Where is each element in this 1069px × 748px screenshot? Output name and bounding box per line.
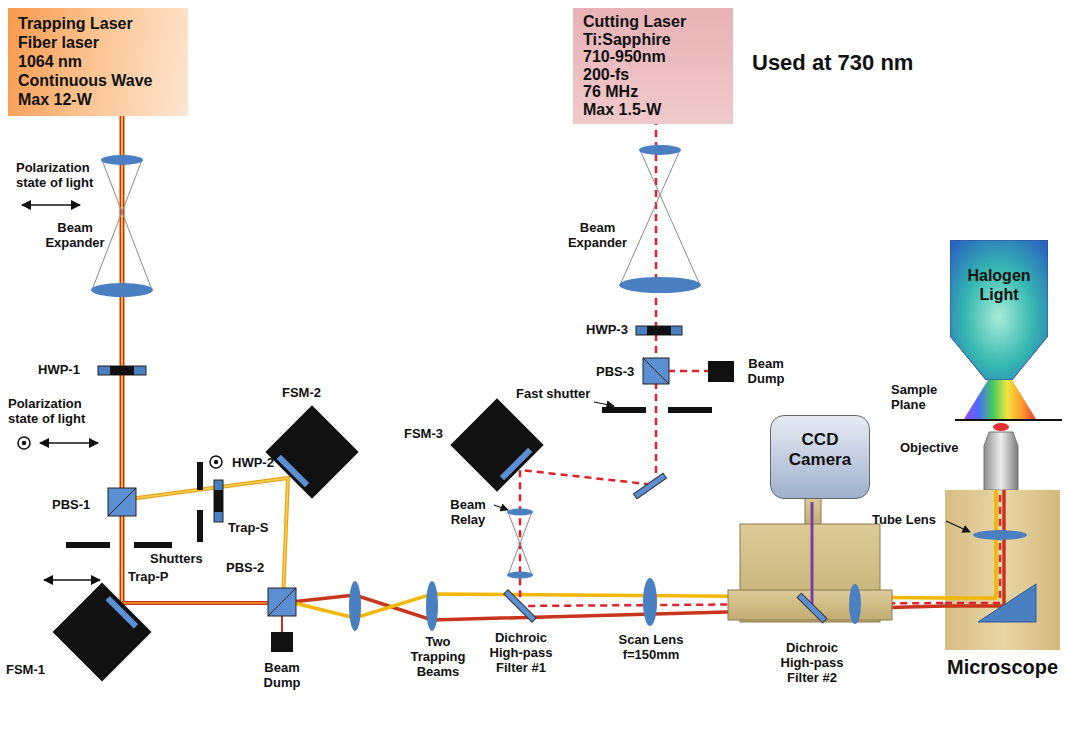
part-label: HWP-2: [232, 455, 274, 470]
part-label: Beam Dump: [738, 356, 794, 386]
node-detail: Fiber laser: [18, 33, 178, 52]
part-label: Beam Dump: [252, 660, 312, 690]
node-detail: Ti:Sapphire: [583, 31, 723, 49]
part-label: PBS-2: [226, 560, 264, 575]
node-detail: 76 MHz: [583, 83, 723, 101]
mirror: [634, 473, 667, 499]
leader-line: [594, 402, 614, 406]
note-text: Used at 730 nm: [752, 50, 913, 76]
cutting-beam: [520, 118, 945, 606]
part-label: Two Trapping Beams: [398, 634, 478, 679]
light-source: Halogen Light: [950, 240, 1048, 380]
part-label: PBS-3: [596, 364, 634, 379]
part-label: Shutters: [150, 551, 203, 566]
node-detail: 200-fs: [583, 66, 723, 84]
node-title: Halogen Light: [954, 266, 1044, 304]
part-label: Polarization state of light: [8, 396, 104, 426]
node-detail: Continuous Wave: [18, 71, 178, 90]
node-detail: Max 12-W: [18, 90, 178, 109]
node-text-group: Halogen Light: [954, 266, 1044, 304]
camera-box: CCD Camera: [770, 415, 870, 499]
part-label: Beam Relay: [442, 497, 494, 527]
part-label: Beam Expander: [40, 220, 110, 250]
shutter: [66, 407, 712, 548]
part-label: FSM-3: [404, 426, 443, 441]
part-label: Trap-P: [128, 569, 168, 584]
laser-box: Cutting LaserTi:Sapphire710-950nm200-fs7…: [573, 8, 733, 124]
node-title: Cutting Laser: [583, 13, 723, 31]
part-label: Fast shutter: [516, 386, 590, 401]
part-label: Beam Expander: [560, 220, 635, 250]
part-label: Tube Lens: [872, 512, 936, 527]
part-label: FSM-1: [6, 662, 45, 677]
part-label: Polarization state of light: [16, 160, 112, 190]
laser-box: Trapping LaserFiber laser1064 nmContinuo…: [8, 8, 188, 116]
fast-steering-mirror: [450, 398, 543, 491]
part-label: FSM-2: [282, 385, 321, 400]
camera-port: [728, 498, 892, 624]
part-label: Objective: [900, 440, 959, 455]
part-label: PBS-1: [52, 497, 90, 512]
part-label: Scan Lens f=150mm: [608, 632, 694, 662]
part-label: Sample Plane: [891, 382, 951, 412]
node-title: Trapping Laser: [18, 14, 178, 33]
beam-expander: [91, 145, 701, 297]
light-cone: [964, 380, 1036, 419]
beam-dump: [271, 361, 734, 652]
objective-lens: [984, 423, 1018, 490]
polarizing-beam-splitter: [108, 358, 669, 616]
node-text-group: CCD Camera: [777, 430, 863, 470]
part-label: HWP-3: [586, 322, 628, 337]
dichroic-filter: [504, 590, 537, 623]
part-label: Dichroic High-pass Filter #1: [482, 630, 560, 675]
node-detail: Max 1.5-W: [583, 101, 723, 119]
trapping-beam: [122, 116, 945, 632]
leader-line: [494, 505, 508, 510]
node-text-group: Microscope: [947, 656, 1058, 678]
fast-steering-mirror: [265, 405, 358, 498]
scan-lens: [643, 578, 657, 626]
node-text-group: Cutting LaserTi:Sapphire710-950nm200-fs7…: [583, 13, 723, 118]
node-detail: 1064 nm: [18, 52, 178, 71]
halogen-lamp-shape: [950, 240, 1048, 380]
sample-plane: [955, 419, 1062, 421]
node-text-group: Trapping LaserFiber laser1064 nmContinuo…: [18, 14, 178, 109]
node-title: Microscope: [947, 656, 1058, 678]
part-label: Dichroic High-pass Filter #2: [772, 640, 852, 685]
part-label: Trap-S: [228, 520, 268, 535]
fast-steering-mirror: [53, 583, 152, 682]
beam-relay: [349, 509, 533, 632]
node-title: CCD Camera: [777, 430, 863, 470]
part-label: HWP-1: [38, 362, 80, 377]
node-detail: 710-950nm: [583, 48, 723, 66]
microscope-box: Microscope: [945, 490, 1060, 650]
half-wave-plate: [98, 326, 682, 522]
